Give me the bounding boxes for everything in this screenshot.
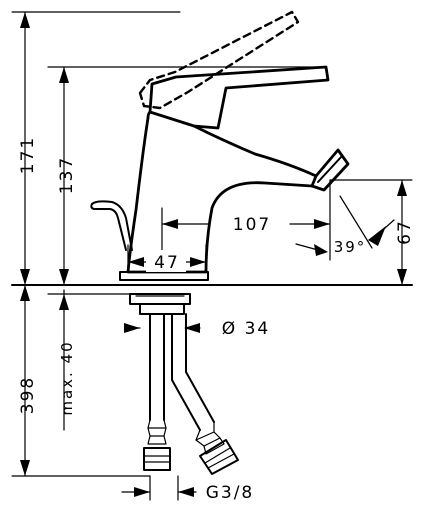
dimension-67-label: 67 bbox=[395, 219, 415, 245]
dimension-47-label: 47 bbox=[154, 253, 180, 273]
mounting-nut bbox=[129, 293, 191, 315]
dimension-diameter-label: Ø 34 bbox=[222, 319, 270, 339]
dimension-thread-label: G3/8 bbox=[206, 483, 255, 503]
lever-handle bbox=[148, 65, 330, 130]
dimension-137: 137 bbox=[47, 66, 321, 286]
dimension-171: 171 bbox=[11, 11, 181, 286]
dimension-angle-label: 39° bbox=[334, 238, 367, 256]
dimension-angle: 39° bbox=[295, 195, 395, 256]
dimension-107: 107 bbox=[161, 179, 331, 271]
supply-hose-straight bbox=[143, 313, 171, 471]
faucet-body bbox=[126, 110, 318, 274]
dimension-max-40: max. 40 bbox=[47, 289, 131, 431]
supply-hose-angled bbox=[171, 313, 239, 475]
dimension-67: 67 bbox=[329, 179, 415, 286]
dimension-max-40-label: max. 40 bbox=[58, 340, 76, 415]
popup-rod bbox=[90, 200, 133, 251]
dimension-diameter: Ø 34 bbox=[124, 319, 270, 339]
dimension-398-label: 398 bbox=[18, 376, 38, 414]
aerator bbox=[310, 148, 350, 192]
dimension-398: 398 bbox=[11, 284, 151, 477]
dimension-137-label: 137 bbox=[57, 156, 77, 194]
dimension-171-label: 171 bbox=[18, 136, 38, 174]
dimension-107-label: 107 bbox=[233, 215, 271, 235]
dimension-thread: G3/8 bbox=[121, 475, 255, 503]
dimension-47: 47 bbox=[127, 244, 207, 273]
lever-raised-dashed bbox=[138, 10, 300, 110]
